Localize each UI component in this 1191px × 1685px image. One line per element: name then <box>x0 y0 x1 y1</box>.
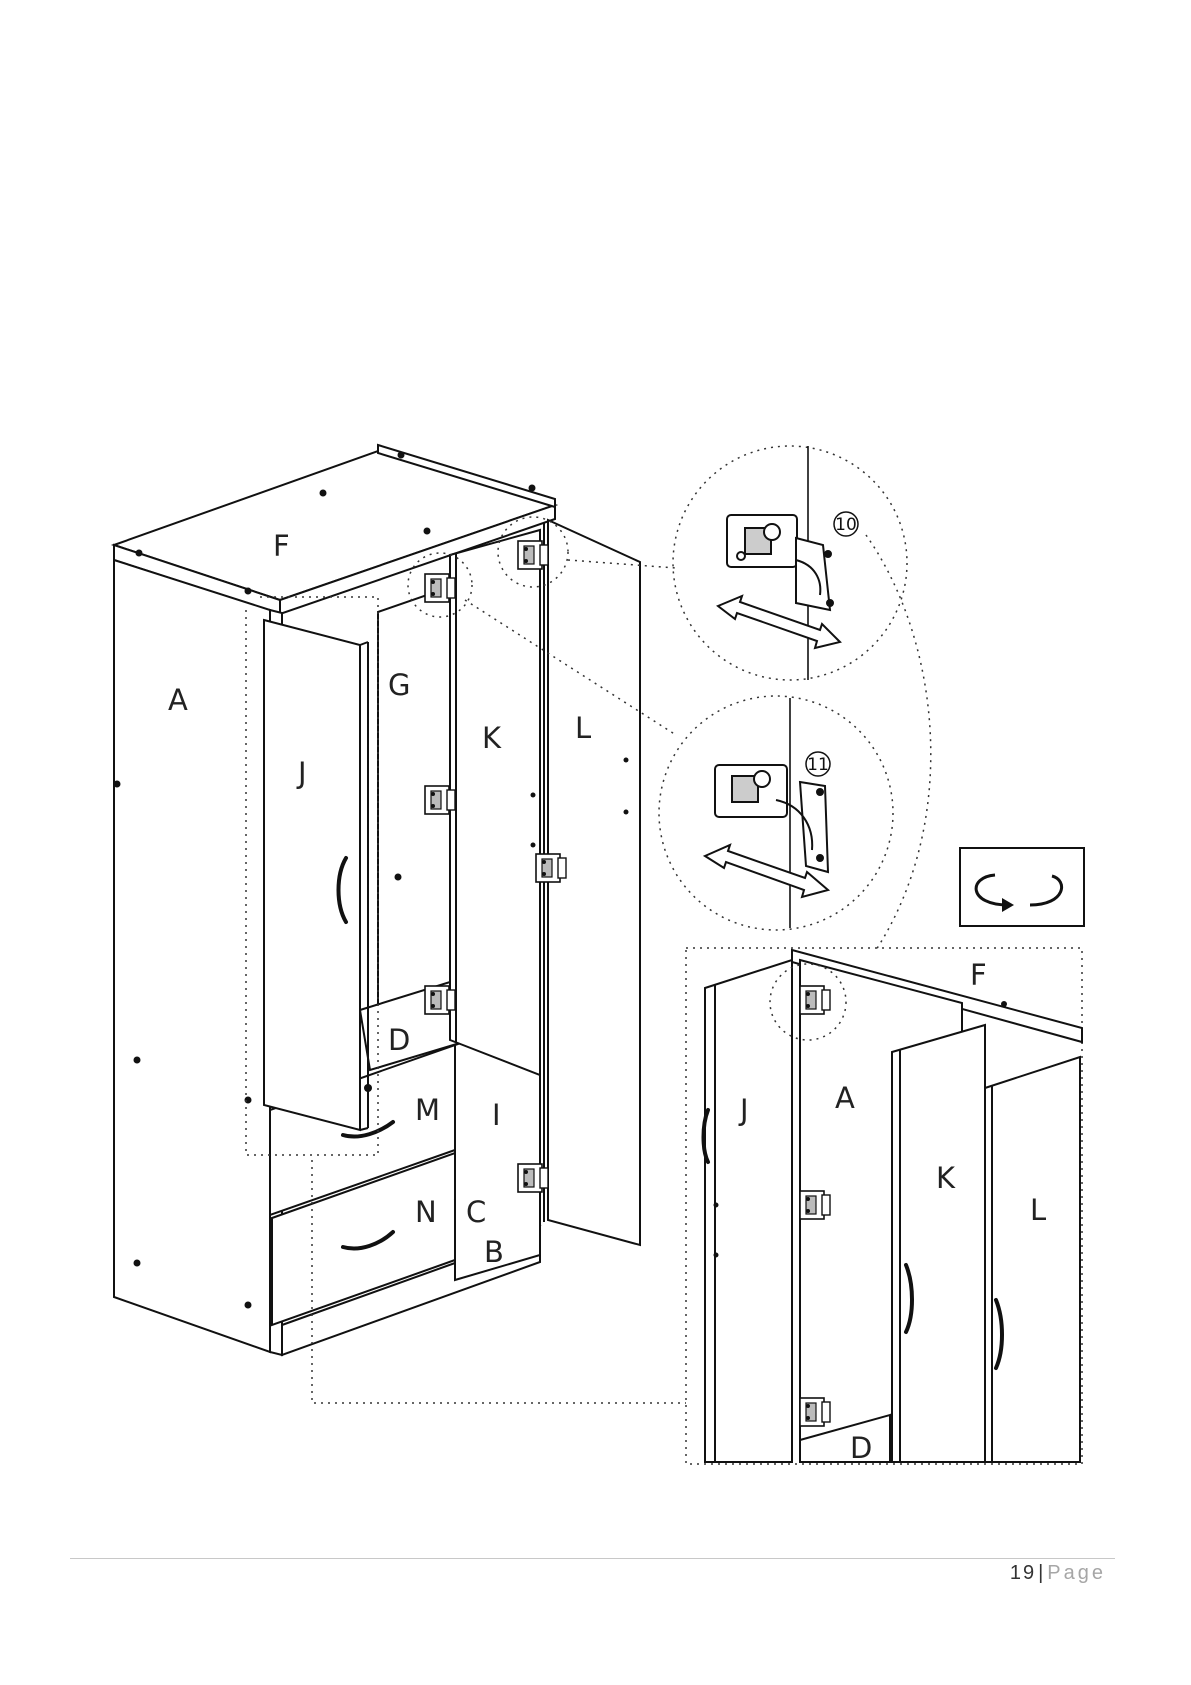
detail-door-j <box>705 960 792 1462</box>
label-main-j: J <box>296 756 307 790</box>
wardrobe-detail-view <box>705 950 1082 1462</box>
door-j <box>264 620 360 1130</box>
label-detail-k: K <box>936 1161 956 1195</box>
footer-separator: | <box>1036 1562 1047 1584</box>
label-main-k: K <box>482 721 502 755</box>
rotate-view-icon <box>960 848 1084 926</box>
page-word: Page <box>1047 1562 1106 1584</box>
callout-label-11: 11 <box>807 755 829 775</box>
label-main-a: A <box>168 683 188 717</box>
label-detail-d: D <box>850 1431 872 1465</box>
label-main-f: F <box>273 529 290 563</box>
page-number: 19 <box>1010 1562 1036 1584</box>
label-detail-j: J <box>738 1093 749 1127</box>
door-k <box>450 530 540 1075</box>
door-l <box>548 520 640 1245</box>
label-main-b: B <box>484 1235 504 1269</box>
footer-divider <box>70 1558 1115 1559</box>
callout-label-10: 10 <box>835 515 857 535</box>
wardrobe-main <box>114 445 640 1355</box>
label-detail-f: F <box>970 958 987 992</box>
label-detail-a: A <box>835 1081 855 1115</box>
label-main-m: M <box>415 1093 440 1127</box>
label-detail-l: L <box>1030 1193 1046 1227</box>
label-main-c: C <box>466 1195 486 1229</box>
label-main-d: D <box>388 1023 410 1057</box>
label-main-g: G <box>388 668 410 702</box>
label-main-i: I <box>492 1098 501 1132</box>
detail-door-l <box>985 1057 1080 1462</box>
side-panel-left <box>114 560 270 1352</box>
label-main-n: N <box>415 1195 437 1229</box>
label-main-l: L <box>575 711 591 745</box>
detail-door-k <box>892 1025 985 1462</box>
page-footer: 19|Page <box>1010 1562 1106 1585</box>
